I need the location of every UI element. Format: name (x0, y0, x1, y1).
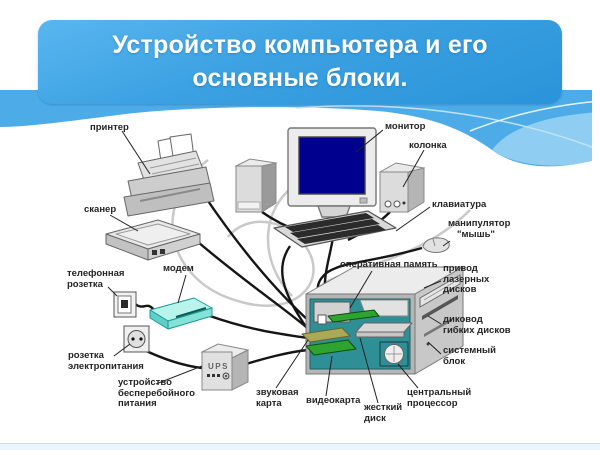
slide-title-card: Устройство компьютера и его основные бло… (38, 20, 562, 104)
label-speaker: колонка (409, 140, 447, 152)
leader-lines (107, 129, 451, 404)
speaker-left-art (234, 158, 278, 213)
label-mouse: манипулятор "мышь" (448, 218, 511, 240)
label-line: колонка (409, 140, 447, 151)
label-line: электропитания (68, 360, 144, 372)
slide-title-line1: Устройство компьютера и его (112, 31, 488, 59)
label-line: лазерных (443, 273, 490, 285)
label-line: устройство (118, 377, 172, 388)
label-line: питания (118, 398, 157, 409)
label-hard-disk: жесткий диск (364, 402, 403, 424)
label-keyboard: клавиатура (432, 199, 487, 211)
label-sound-card: звуковая карта (256, 387, 299, 409)
label-line: бесперебойного (118, 387, 195, 399)
label-line: "мышь" (457, 228, 495, 240)
label-power-socket: розетка электропитания (68, 350, 144, 372)
label-system-unit: системный блок (443, 345, 496, 367)
label-line: телефонная (67, 268, 125, 279)
label-line: оперативная память (340, 259, 438, 270)
label-line: карта (256, 397, 282, 409)
printer-art (123, 133, 215, 217)
label-line: дисков (443, 284, 477, 295)
label-floppy-drive: диковод гибких дисков (443, 314, 511, 336)
label-line: жесткий (364, 402, 403, 413)
label-line: привод (443, 263, 478, 274)
label-video-card: видеокарта (306, 395, 361, 407)
wave-light-overlay (492, 112, 600, 166)
mouse-art (422, 237, 450, 253)
label-cd-drive: привод лазерных дисков (443, 263, 490, 296)
ups-box-label: UPS (208, 362, 229, 371)
label-line: модем (163, 263, 194, 274)
power-socket-art (123, 325, 150, 353)
monitor-art (287, 127, 377, 233)
phone-socket-art (113, 291, 137, 318)
modem-art (149, 297, 213, 330)
label-line: гибких дисков (443, 324, 511, 336)
scanner-art (105, 219, 201, 261)
label-line: розетка (68, 350, 104, 361)
speaker-right-art (378, 162, 426, 213)
label-cpu: центральный процессор (407, 387, 472, 409)
keyboard-art (273, 210, 397, 248)
ups-art: UPS (200, 343, 250, 391)
slide-title-line2: основные блоки. (192, 64, 408, 92)
label-line: розетка (67, 278, 103, 290)
label-line: манипулятор (448, 218, 511, 229)
label-ups: устройство бесперебойного питания (118, 377, 195, 410)
label-line: диск (364, 412, 386, 424)
label-phone-socket: телефонная розетка (67, 268, 125, 290)
label-monitor: монитор (385, 121, 426, 133)
label-line: сканер (84, 204, 117, 215)
label-line: системный (443, 345, 496, 356)
label-printer: принтер (90, 122, 129, 134)
label-scanner: сканер (84, 204, 117, 216)
label-line: клавиатура (432, 199, 487, 210)
label-line: монитор (385, 121, 426, 132)
label-line: диковод (443, 314, 483, 325)
label-line: видеокарта (306, 395, 361, 406)
system-unit-art (301, 266, 464, 375)
label-line: блок (443, 355, 466, 367)
label-line: центральный (407, 387, 472, 398)
label-line: процессор (407, 397, 458, 409)
label-line: звуковая (256, 387, 299, 398)
label-line: принтер (90, 122, 129, 133)
wave-band (0, 90, 600, 167)
label-ram: оперативная память (340, 259, 438, 271)
label-modem: модем (163, 263, 194, 275)
